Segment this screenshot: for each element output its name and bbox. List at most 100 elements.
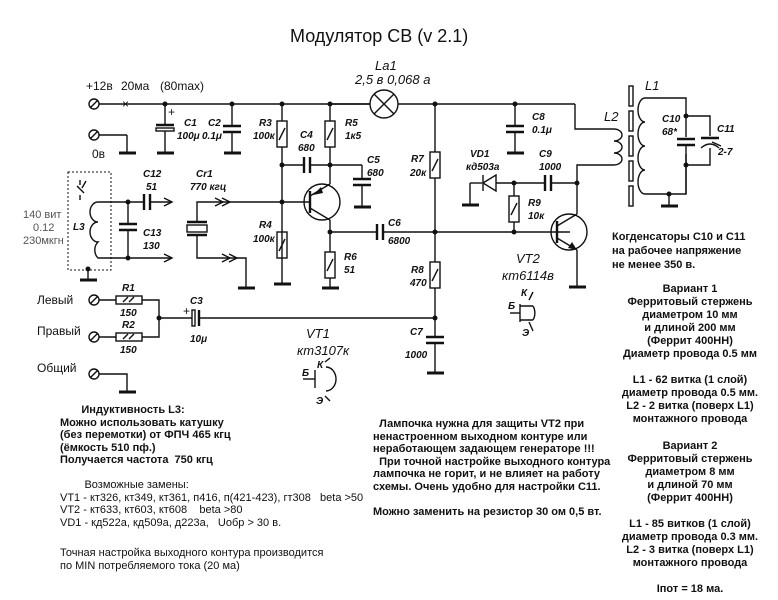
label-R7: R7 <box>411 154 424 165</box>
lamp-La1 <box>369 89 399 119</box>
value-R2: 150 <box>120 345 137 356</box>
value-VT2: кт6114в <box>502 268 554 283</box>
resistor-R9 <box>508 183 520 232</box>
capacitor-C10 <box>677 137 695 194</box>
svg-text:К: К <box>521 288 528 299</box>
label-VD1: VD1 <box>470 149 490 160</box>
value-VD1: кд503а <box>466 162 500 173</box>
value-R6: 51 <box>344 265 356 276</box>
value-C8: 0.1μ <box>532 125 552 136</box>
svg-text:Б: Б <box>508 301 515 312</box>
label-VT2: VT2 <box>516 251 541 266</box>
note-tuning: Точная настройка выходного контура произ… <box>60 547 324 572</box>
input-common-label: Общий <box>37 361 77 375</box>
label-R5: R5 <box>345 118 358 129</box>
capacitor-C5 <box>353 177 371 209</box>
value-C3: 10μ <box>190 334 207 345</box>
L3-inductance: 230мкгн <box>23 235 64 247</box>
note-inductance: Индуктивность L3: Можно использовать кат… <box>60 404 231 466</box>
capacitor-C9 <box>543 175 553 191</box>
resistor-R3 <box>274 104 291 286</box>
connector-arrows-left <box>163 197 174 263</box>
label-L3: L3 <box>73 222 85 233</box>
terminal-right <box>88 331 100 343</box>
label-C1: C1 <box>184 118 197 129</box>
ground-label: 0в <box>92 147 105 161</box>
label-R1: R1 <box>122 283 135 294</box>
label-R2: R2 <box>122 320 135 331</box>
label-L1: L1 <box>645 78 659 93</box>
value-C2: 0.1μ <box>202 131 222 142</box>
svg-text:+: + <box>183 304 190 318</box>
label-C12: C12 <box>143 169 162 180</box>
value-C11: 2-7 <box>717 147 733 158</box>
svg-text:+: + <box>168 105 175 119</box>
label-La1: La1 <box>375 58 397 73</box>
terminal-plus12 <box>88 98 100 110</box>
inductor-L3 <box>89 201 128 259</box>
value-C10: 68* <box>662 127 678 138</box>
tuning-slug-icon <box>76 180 87 200</box>
resistor-R1 <box>115 295 143 305</box>
value-C7: 1000 <box>405 350 428 361</box>
value-Cr1: 770 кгц <box>190 182 226 193</box>
label-VT1: VT1 <box>306 326 330 341</box>
value-R5: 1к5 <box>345 131 362 142</box>
label-C9: C9 <box>539 149 552 160</box>
inductor-L1 <box>637 97 660 195</box>
pinout-VT1: К Б Э <box>302 357 337 407</box>
label-C7: C7 <box>410 327 423 338</box>
capacitor-C2 <box>223 104 241 155</box>
input-right-label: Правый <box>37 324 81 338</box>
L3-wire: 0.12 <box>33 222 54 234</box>
value-R8: 470 <box>409 278 427 289</box>
shield-box-L3 <box>67 171 112 271</box>
pinout-VT2: К Б Э <box>508 288 536 339</box>
note-variant1: Вариант 1 Ферритовый стержень диаметром … <box>621 283 759 425</box>
value-C4: 680 <box>298 143 315 154</box>
value-C13: 130 <box>143 241 160 252</box>
power-current-label: 20ма <box>121 79 150 93</box>
capacitor-C1: + <box>155 104 175 155</box>
label-C5: C5 <box>367 155 380 166</box>
label-R6: R6 <box>344 252 357 263</box>
value-R4: 100к <box>253 234 276 245</box>
value-R9: 10к <box>528 211 545 222</box>
capacitor-C7 <box>426 335 444 375</box>
label-C13: C13 <box>143 228 162 239</box>
label-R4: R4 <box>259 220 272 231</box>
label-C6: C6 <box>388 218 401 229</box>
value-C6: 6800 <box>388 236 411 247</box>
svg-text:Э: Э <box>522 328 530 339</box>
capacitor-C12 <box>142 194 152 210</box>
value-C12: 51 <box>146 182 158 193</box>
resistor-R5 <box>324 104 336 184</box>
value-VT1: кт3107к <box>297 343 350 358</box>
resistor-R8 <box>429 261 441 336</box>
terminal-common <box>88 368 100 380</box>
value-C5: 680 <box>367 168 384 179</box>
label-L2: L2 <box>604 109 619 124</box>
ferrite-core <box>628 85 634 207</box>
label-C10: C10 <box>662 114 681 125</box>
label-C4: C4 <box>300 130 313 141</box>
label-C3: C3 <box>190 296 203 307</box>
transistor-VT1 <box>282 183 341 252</box>
current-probe-mark: × <box>122 97 129 111</box>
diode-VD1 <box>481 173 497 193</box>
L3-turns: 140 вит <box>23 209 61 221</box>
terminal-0v <box>88 129 100 141</box>
value-R3: 100к <box>253 131 276 142</box>
value-C9: 1000 <box>539 162 562 173</box>
svg-text:К: К <box>317 360 324 371</box>
capacitor-C4 <box>302 157 312 173</box>
resistor-R2 <box>115 332 143 342</box>
note-capacitors: Когденсаторы С10 и С11 на рабочее напряж… <box>612 231 746 271</box>
label-R8: R8 <box>411 265 424 276</box>
input-left-label: Левый <box>37 293 73 307</box>
resistor-R4 <box>276 231 288 259</box>
capacitor-C6 <box>375 224 385 240</box>
svg-text:Б: Б <box>302 368 309 379</box>
crystal-Cr1 <box>186 197 255 290</box>
